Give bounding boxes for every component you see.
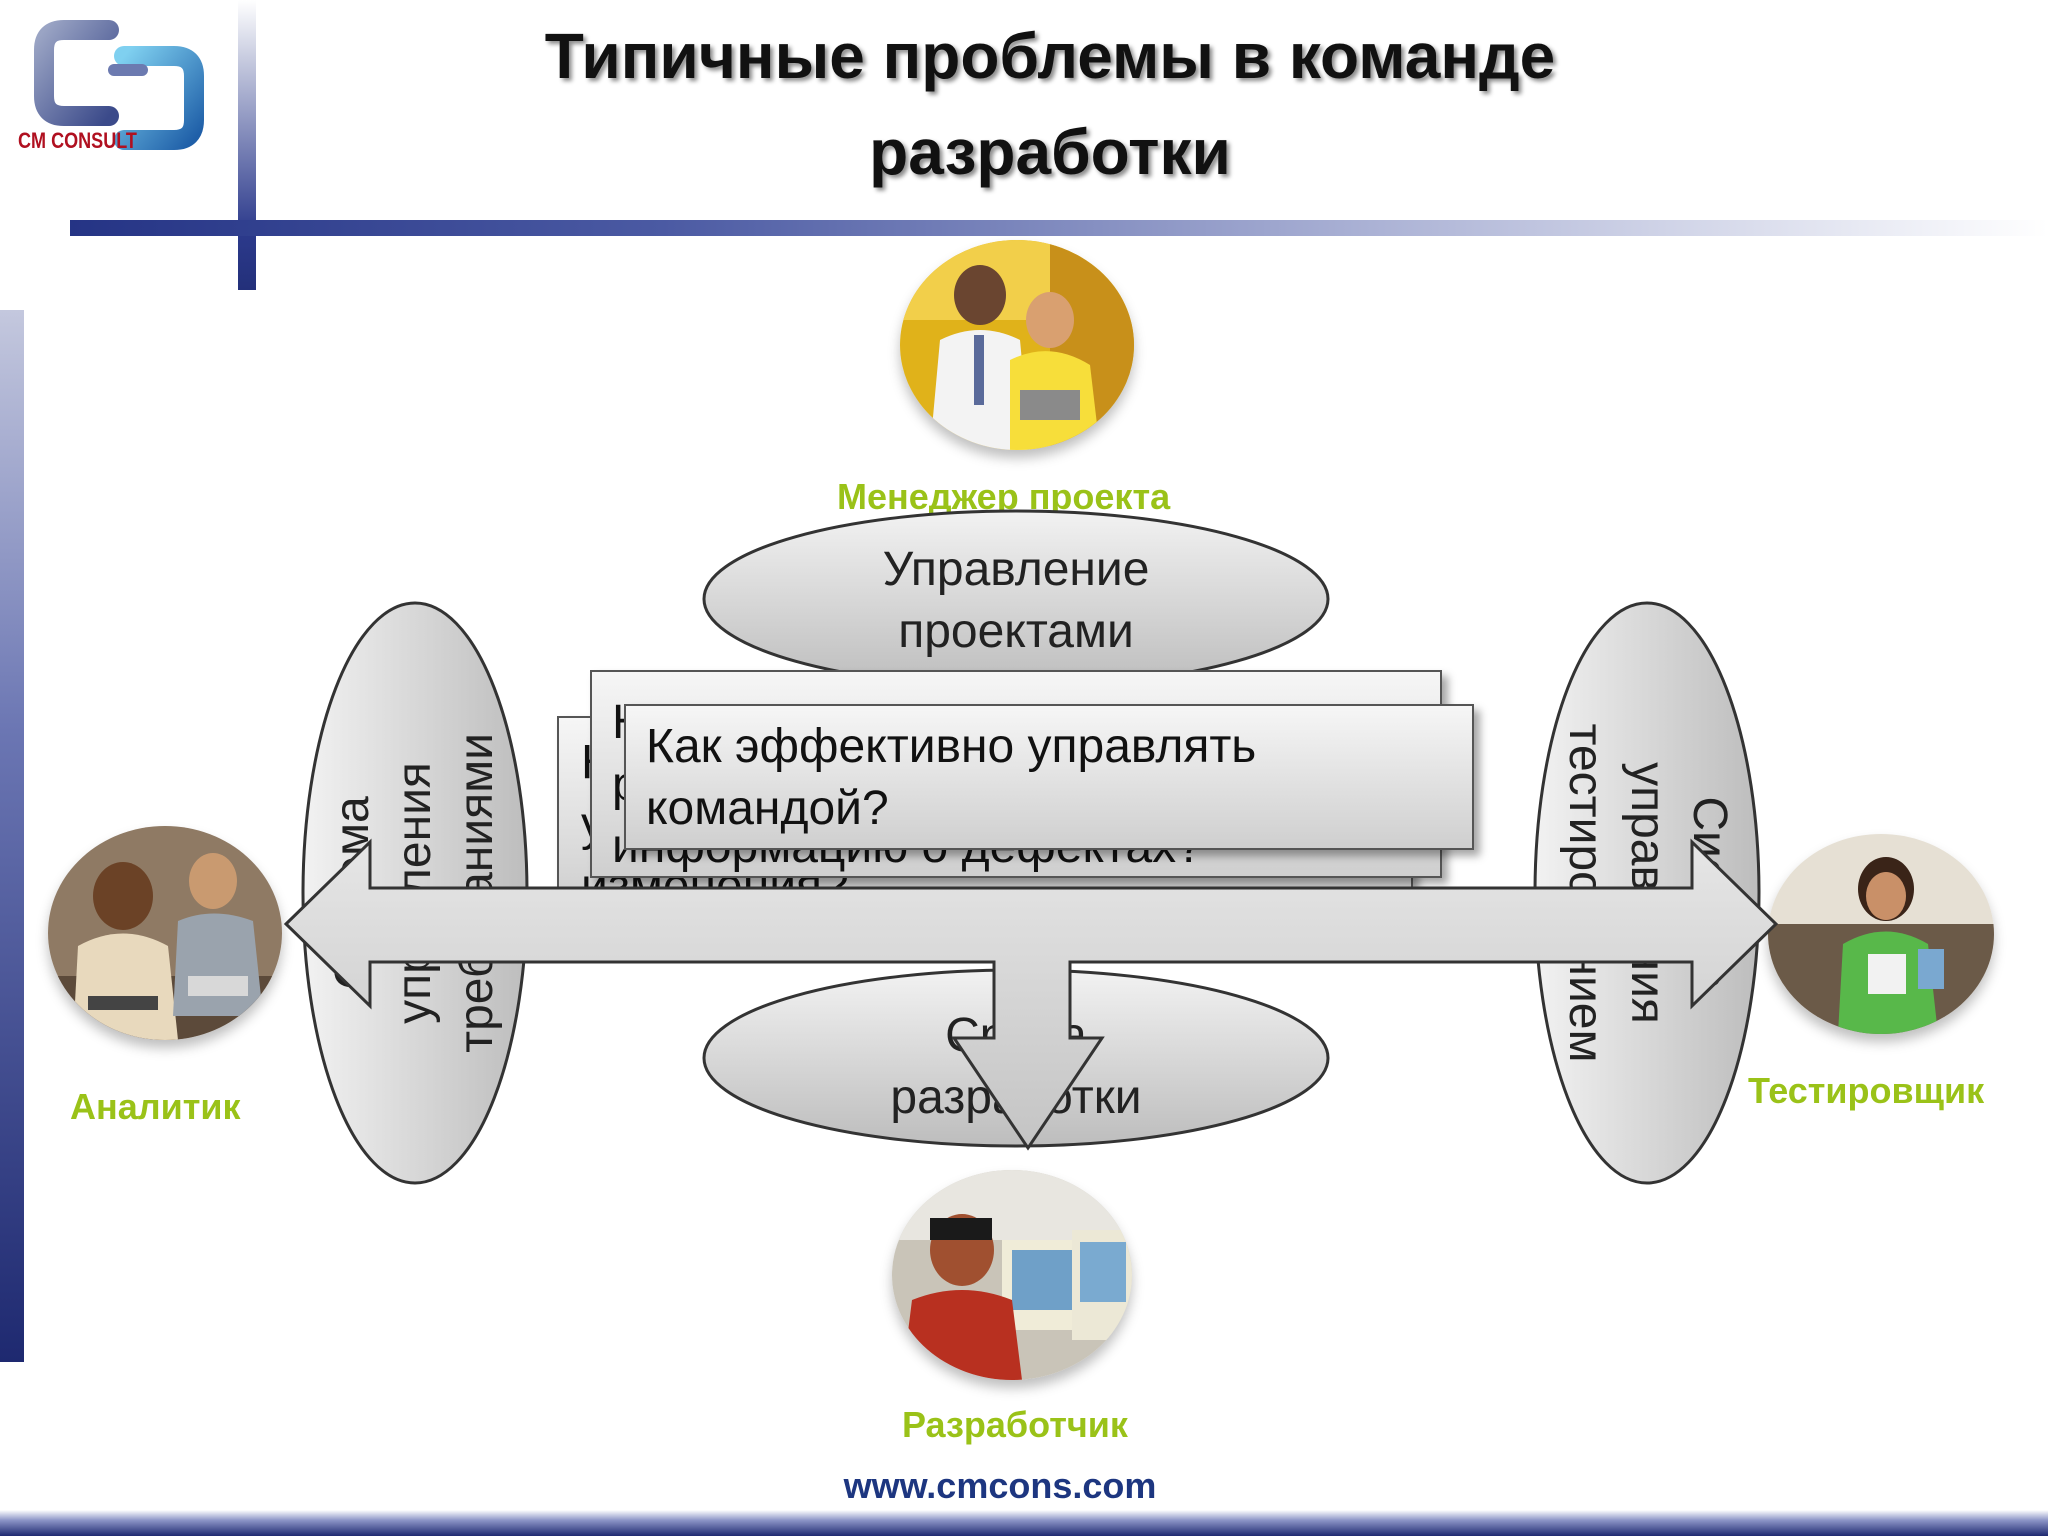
- cm-consult-logo: [34, 20, 204, 150]
- bottom-bar: [0, 1510, 2048, 1536]
- title-line-2: разработки: [869, 116, 1231, 188]
- role-developer-label: Разработчик: [902, 1404, 1128, 1445]
- top-ellipse-line-2: проектами: [898, 605, 1134, 658]
- top-ellipse-line-1: Управление: [882, 543, 1150, 596]
- title-line-1: Типичные проблемы в команде: [544, 20, 1556, 92]
- page-title: Типичные проблемы в команде разработки: [300, 8, 1800, 200]
- analyst-photo: [48, 826, 282, 1040]
- question-box-front: Как эффективно управлять командой?: [624, 704, 1474, 850]
- header-vertical-bar: [238, 0, 256, 290]
- double-arrow-horizontal: [283, 838, 1779, 1151]
- header-horizontal-bar: [70, 220, 2048, 236]
- question-front-line-2: командой?: [646, 782, 889, 835]
- logo-text: CM CONSULT: [18, 128, 137, 153]
- role-tester-label: Тестировщик: [1748, 1070, 1985, 1111]
- role-analyst-label: Аналитик: [70, 1086, 241, 1127]
- left-side-bar: [0, 310, 24, 1362]
- top-ellipse-label: Управление проектами: [760, 539, 1272, 663]
- question-front-line-1: Как эффективно управлять: [646, 720, 1257, 773]
- website-url[interactable]: www.cmcons.com: [843, 1465, 1157, 1506]
- developer-photo: [892, 1170, 1132, 1380]
